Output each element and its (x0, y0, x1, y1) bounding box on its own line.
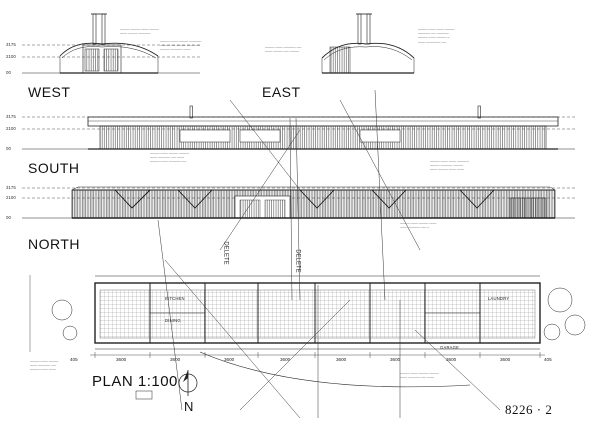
level-tag: 3175 (6, 42, 16, 47)
plan-label: PLAN 1:100 (92, 373, 178, 390)
level-tag: 2100 (6, 195, 16, 200)
note-block: ──── ─── ──── ──── ─── ───── ── ─── (400, 372, 439, 381)
north-elevation (22, 186, 575, 219)
level-tag: 3175 (6, 114, 16, 119)
delete-mark: DELETE (294, 249, 301, 273)
level-tag: 3175 (6, 185, 16, 190)
note-block: ──── ─── ──── ─── ───── ── ──── ─── ─── (30, 360, 59, 373)
level-tag: 00 (6, 70, 11, 75)
note-block: ──── ─── ──── ──── ─── ───── ── ─── ────… (150, 152, 189, 165)
room-label-laundry: LAUNDRY (488, 296, 510, 301)
note-block: ──── ─── ──── ─── ─── ───── ── ─ (400, 222, 437, 231)
note-block: ──── ─── ─── ───── ──── ───── ──── ─── ─… (430, 160, 469, 173)
room-label-garage: GARAGE (440, 345, 460, 350)
note-block: ──── ──── ─── ──── ─── ──── ───── (120, 28, 159, 37)
view-label-north: NORTH (28, 236, 81, 252)
dimension-value: 3600 (446, 357, 457, 362)
dimension-value: 405 (544, 357, 552, 362)
note-block: ──── ─── ──── ───── ──── ── ──── ─── ── … (160, 40, 202, 53)
south-elevation (22, 105, 575, 150)
dimension-value: 405 (70, 357, 78, 362)
view-label-east: EAST (262, 84, 301, 100)
delete-mark: DELETE (222, 241, 229, 265)
dimension-value: 3600 (170, 357, 181, 362)
dimension-value: 3600 (224, 357, 235, 362)
dimension-value: 3600 (116, 357, 127, 362)
revision-lines (157, 89, 501, 419)
north-arrow-icon (178, 370, 198, 396)
view-label-south: SOUTH (28, 160, 80, 176)
dimension-value: 3600 (390, 357, 401, 362)
floor-plan (29, 275, 586, 388)
room-label-dining: DINING (165, 318, 181, 323)
dimension-value: 3600 (336, 357, 347, 362)
level-tag: 2100 (6, 126, 16, 131)
north-arrow-label: N (184, 399, 194, 414)
note-block: ──── ─── ─── ──── ───── ── ───── ──── ──… (418, 28, 455, 45)
room-label-kitchen: KITCHEN (165, 296, 185, 301)
dimension-value: 3600 (500, 357, 511, 362)
level-tag: 00 (6, 146, 11, 151)
scale-box (135, 390, 153, 400)
view-label-west: WEST (28, 84, 71, 100)
west-elevation (22, 13, 200, 74)
dimension-value: 3600 (280, 357, 291, 362)
level-tag: 2100 (6, 54, 16, 59)
note-block: ──── ─── ───── ── ─── ──── ── ──── (265, 46, 302, 55)
level-tag: 00 (6, 215, 11, 220)
east-elevation (321, 13, 415, 74)
sheet-number: 8226 · 2 (505, 402, 553, 417)
